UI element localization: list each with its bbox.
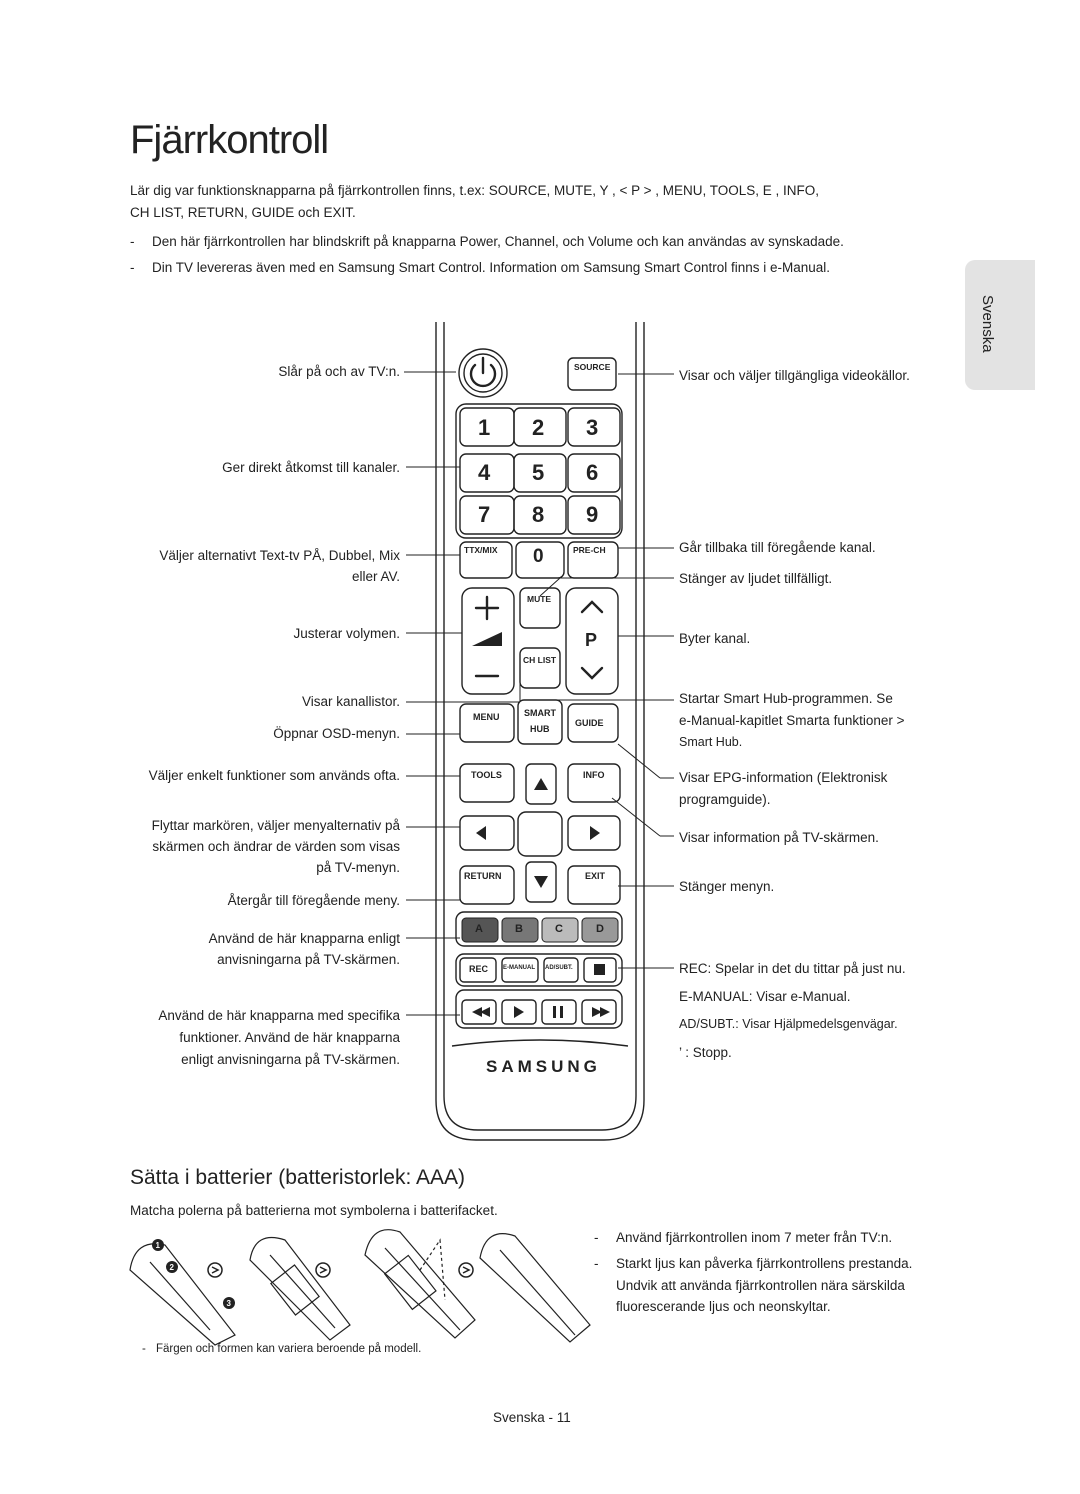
intro-line-1: Lär dig var funktionsknapparna på fjärrk… [130,183,820,198]
channel-p-label: P [585,630,598,650]
digit-5[interactable]: 5 [532,460,545,485]
label-power: Slår på och av TV:n. [278,364,400,379]
label-source: Visar och väljer tillgängliga videokällo… [679,368,910,383]
bullet-braille-text: Den här fjärrkontrollen har blindskrift … [152,234,844,249]
remote-body [435,322,645,1141]
label-media-1: Använd de här knapparna med specifika [158,1008,400,1023]
battery-note: -Färgen och formen kan variera beroende … [142,1343,422,1355]
label-nav-1: Flyttar markören, väljer menyalternativ … [151,818,400,833]
label-numbers: Ger direkt åtkomst till kanaler. [222,460,400,475]
battery-bullet-1-text: Använd fjärrkontrollen inom 7 meter från… [616,1230,893,1245]
color-a-button[interactable]: A [475,923,483,935]
digit-6[interactable]: 6 [586,460,599,485]
tools-button[interactable]: TOOLS [471,770,502,780]
digit-4[interactable]: 4 [478,460,491,485]
label-mute: Stänger av ljudet tillfälligt. [679,571,833,586]
guide-button[interactable]: GUIDE [575,718,604,728]
exit-button[interactable]: EXIT [585,871,606,881]
ch-list-button[interactable]: CH LIST [523,655,557,665]
intro-line-2: CH LIST, RETURN, GUIDE och EXIT. [130,205,356,220]
smart-hub-label: HUB [530,724,550,734]
smart-hub-button[interactable]: SMART [524,708,556,718]
digit-2[interactable]: 2 [532,415,545,440]
label-nav-2: skärmen och ändrar de värden som visas [152,839,400,854]
label-color-2: anvisningarna på TV-skärmen. [217,952,400,967]
label-smarthub-2: e-Manual-kapitlet Smarta funktioner > [679,713,905,728]
step-3-badge: 3 [227,1299,232,1308]
battery-bullet-2: -Starkt ljus kan påverka fjärrkontrollen… [594,1256,913,1271]
page-title: Fjärrkontroll [130,118,329,162]
label-color-1: Använd de här knapparna enligt [208,931,400,946]
label-smarthub-1: Startar Smart Hub-programmen. Se [679,691,893,706]
label-adsubt: AD/SUBT.: Visar Hjälpmedelsgenvägar. [679,1017,898,1031]
page-number: Svenska - 11 [493,1410,571,1425]
color-c-button[interactable]: C [555,923,563,935]
digit-8[interactable]: 8 [532,502,545,527]
label-nav-3: på TV-menyn. [316,860,400,875]
return-button[interactable]: RETURN [464,871,502,881]
label-guide-1: Visar EPG-information (Elektronisk [679,770,888,785]
pre-ch-button[interactable]: PRE-CH [573,545,606,555]
label-return: Återgår till föregående meny. [227,893,400,908]
language-tab: Svenska [965,260,1035,390]
battery-bullet-2-text: Starkt ljus kan påverka fjärrkontrollens… [616,1256,913,1271]
e-manual-button[interactable]: E-MANUAL [503,965,535,971]
color-d-button[interactable]: D [596,923,604,935]
battery-bullet-2-line-2: Undvik att använda fjärrkontrollen nära … [616,1278,905,1293]
digit-3[interactable]: 3 [586,415,599,440]
label-exit: Stänger menyn. [679,879,775,894]
digit-9[interactable]: 9 [586,502,599,527]
bullet-smart-control: -Din TV levereras även med en Samsung Sm… [130,260,831,275]
label-smarthub-3: Smart Hub. [679,735,743,749]
battery-bullet-1: -Använd fjärrkontrollen inom 7 meter frå… [594,1230,893,1245]
label-rec: REC: Spelar in det du tittar på just nu. [679,961,906,976]
battery-intro: Matcha polerna på batterierna mot symbol… [130,1203,498,1218]
ad-subt-button[interactable]: AD/SUBT. [545,965,573,971]
label-menu: Öppnar OSD-menyn. [273,726,400,741]
bullet-braille: -Den här fjärrkontrollen har blindskrift… [130,234,844,249]
label-channel: Byter kanal. [679,631,751,646]
label-prech: Går tillbaka till föregående kanal. [679,540,876,555]
label-chlist: Visar kanallistor. [301,694,400,709]
label-ttx-2: eller AV. [351,569,400,584]
label-info: Visar information på TV-skärmen. [679,830,879,845]
label-tools: Väljer enkelt funktioner som används oft… [148,768,400,783]
label-emanual: E-MANUAL: Visar e-Manual. [679,989,851,1004]
power-button [458,348,508,398]
color-b-button[interactable]: B [515,923,523,935]
menu-button[interactable]: MENU [473,712,500,722]
label-media-2: funktioner. Använd de här knapparna [179,1030,400,1045]
step-1-badge: 1 [156,1241,161,1250]
battery-note-text: Färgen och formen kan variera beroende p… [156,1343,422,1355]
mute-button[interactable]: MUTE [527,594,552,604]
label-volume: Justerar volymen. [293,626,400,641]
digit-0[interactable]: 0 [533,546,544,567]
label-media-3: enligt anvisningarna på TV-skärmen. [181,1052,400,1067]
digit-1[interactable]: 1 [478,415,491,440]
step-2-badge: 2 [170,1263,175,1272]
intro-text: Lär dig var funktionsknapparna på fjärrk… [130,180,940,224]
battery-heading: Sätta i batterier (batteristorlek: AAA) [130,1166,465,1189]
ttx-mix-button[interactable]: TTX/MIX [464,545,498,555]
digit-7[interactable]: 7 [478,502,491,527]
bullet-smart-control-text: Din TV levereras även med en Samsung Sma… [152,260,831,275]
source-button[interactable]: SOURCE [574,362,611,372]
label-ttx-1: Väljer alternativt Text-tv PÅ, Dubbel, M… [159,548,400,563]
label-guide-2: programguide). [679,792,771,807]
rec-button[interactable]: REC [469,964,489,974]
battery-bullet-2-line-3: fluorescerande ljus och neonskyltar. [616,1299,831,1314]
label-stop: ’ : Stopp. [679,1045,732,1060]
language-tab-label: Svenska [979,295,996,353]
info-button[interactable]: INFO [583,770,605,780]
samsung-logo: SAMSUNG [486,1057,601,1076]
